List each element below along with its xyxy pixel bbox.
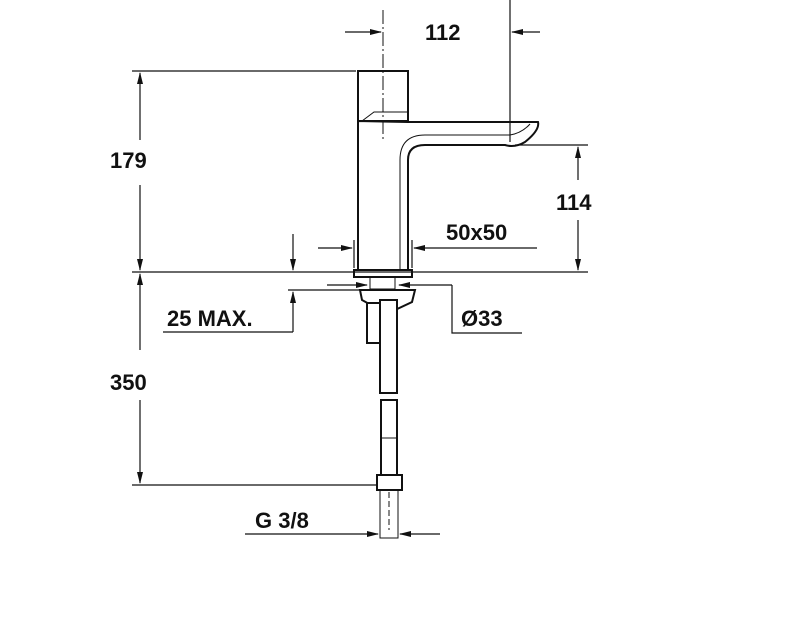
svg-text:179: 179 [110, 148, 147, 173]
dimension-25-max: 25 MAX. [163, 234, 362, 333]
dimension-50x50: 50x50 [318, 220, 537, 268]
dimension-179: 179 [110, 70, 356, 271]
dimension-g-3-8: G 3/8 [245, 508, 440, 537]
faucet-body-spout [357, 119, 540, 271]
flex-hose [379, 299, 398, 394]
base-plate [353, 269, 413, 278]
svg-text:50x50: 50x50 [446, 220, 507, 245]
svg-text:Ø33: Ø33 [461, 306, 503, 331]
dimension-112: 112 [345, 0, 540, 142]
svg-text:25 MAX.: 25 MAX. [167, 306, 253, 331]
svg-text:G 3/8: G 3/8 [255, 508, 309, 533]
dimension-350: 350 [110, 273, 377, 486]
faucet-outline [353, 10, 540, 539]
svg-text:112: 112 [425, 20, 461, 45]
hose-nut [376, 474, 403, 491]
dimension-114: 114 [515, 144, 592, 271]
dimension-diameter-33: Ø33 [327, 282, 522, 334]
svg-text:114: 114 [556, 190, 592, 215]
svg-text:350: 350 [110, 370, 147, 395]
